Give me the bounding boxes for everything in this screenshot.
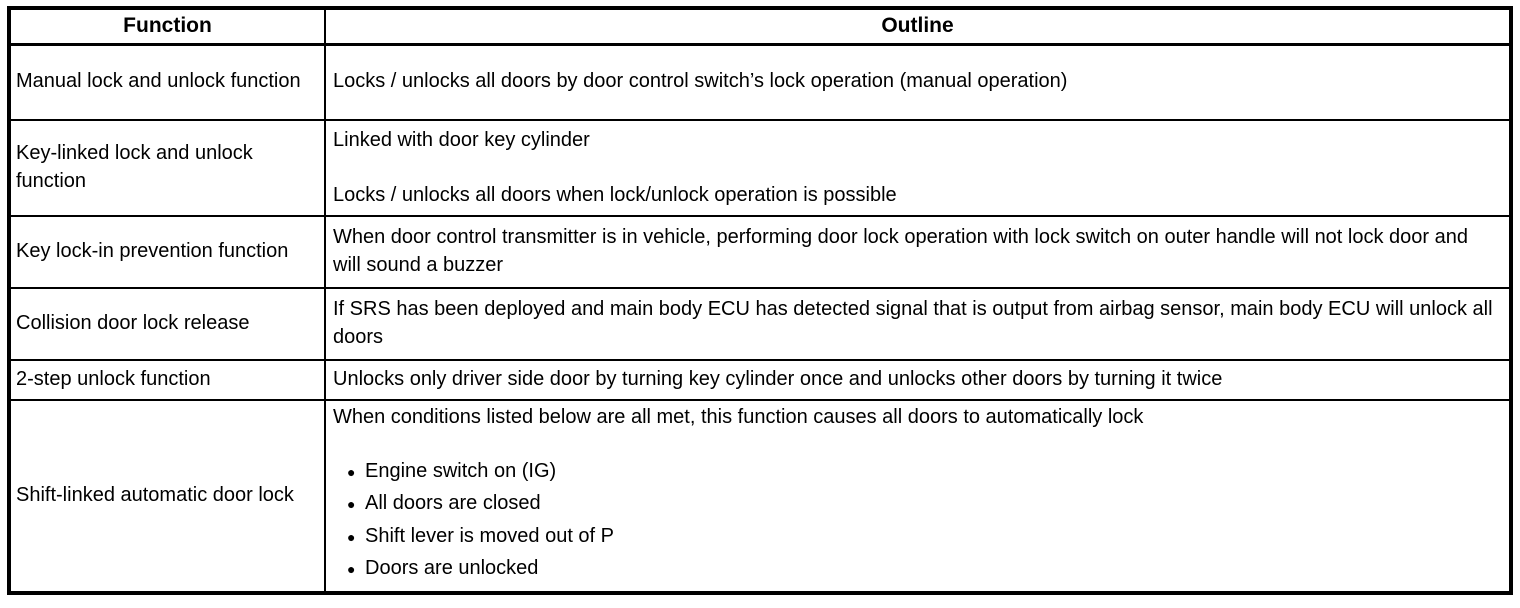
table-row: Collision door lock release If SRS has b…: [8, 287, 1512, 361]
table-row: Key-linked lock and unlock function Link…: [8, 119, 1512, 217]
condition-list: ● Engine switch on (IG) ● All doors are cl…: [333, 458, 1501, 583]
outline-cell: Locks / unlocks all doors by door contro…: [324, 43, 1512, 121]
function-cell: Collision door lock release: [8, 287, 326, 361]
bullet-icon: ●: [347, 496, 356, 513]
bullet-icon: ●: [347, 463, 356, 480]
function-outline-table: Function Outline Manual lock and unlock …: [7, 6, 1513, 595]
outline-cell: When conditions listed below are all met…: [324, 399, 1512, 594]
function-cell: Key-linked lock and unlock function: [8, 119, 326, 217]
condition-text: Engine switch on (IG): [365, 459, 557, 482]
list-item: ● Doors are unlocked: [333, 555, 1501, 583]
outline-cell: Linked with door key cylinder Locks / un…: [324, 119, 1512, 217]
function-cell: 2-step unlock function: [8, 359, 326, 401]
function-cell: Key lock-in prevention function: [8, 215, 326, 289]
table-header-row: Function Outline: [8, 7, 1512, 46]
outline-intro-text: When conditions listed below are all met…: [333, 406, 1144, 428]
function-cell: Shift-linked automatic door lock: [8, 399, 326, 594]
list-item: ● Shift lever is moved out of P: [333, 523, 1501, 551]
outline-cell: When door control transmitter is in vehi…: [324, 215, 1512, 289]
condition-text: All doors are closed: [365, 492, 541, 515]
function-cell: Manual lock and unlock function: [8, 43, 326, 121]
table-row: Key lock-in prevention function When doo…: [8, 215, 1512, 289]
condition-text: Doors are unlocked: [365, 557, 539, 580]
function-column-header: Function: [8, 7, 326, 46]
bullet-icon: ●: [347, 561, 356, 578]
list-item: ● All doors are closed: [333, 490, 1501, 518]
table-row: 2-step unlock function Unlocks only driv…: [8, 359, 1512, 401]
list-item: ● Engine switch on (IG): [333, 458, 1501, 486]
outline-column-header: Outline: [324, 7, 1512, 46]
table-row: Manual lock and unlock function Locks / …: [8, 43, 1512, 121]
bullet-icon: ●: [347, 528, 356, 545]
condition-text: Shift lever is moved out of P: [365, 524, 615, 547]
table-row: Shift-linked automatic door lock When co…: [8, 399, 1512, 594]
outline-cell: Unlocks only driver side door by turning…: [324, 359, 1512, 401]
outline-cell: If SRS has been deployed and main body E…: [324, 287, 1512, 361]
